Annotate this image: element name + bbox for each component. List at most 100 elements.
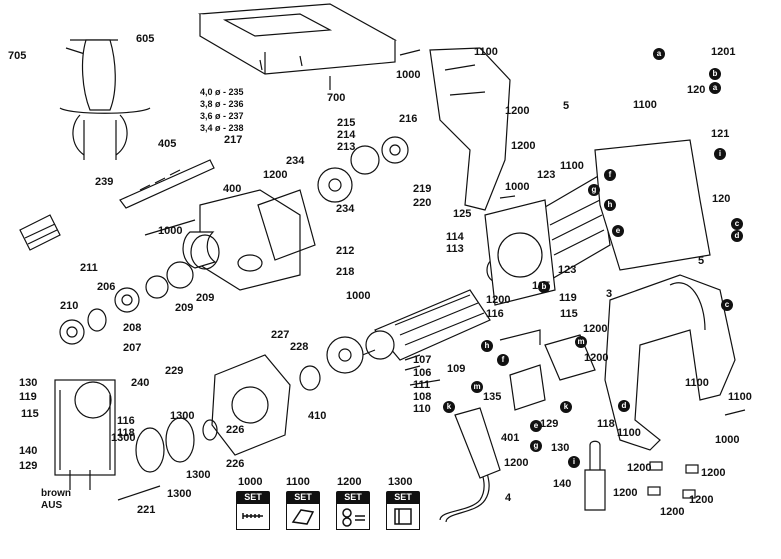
part-400: 400 (223, 183, 242, 195)
marker-m2: m (471, 381, 483, 393)
marker-c: c (731, 218, 743, 230)
set-label: SET (286, 491, 320, 504)
set-kit-1100: SET (286, 491, 320, 531)
marker-m: m (575, 336, 587, 348)
part-228: 228 (290, 341, 309, 353)
screw-set-icon (236, 504, 270, 530)
part-1200b2: 1200 (511, 140, 536, 152)
part-1300c: 1300 (186, 469, 211, 481)
part-107: 107 (413, 354, 432, 366)
part-119: 119 (559, 292, 577, 304)
part-129b: 129 (540, 418, 559, 430)
part-110: 110 (413, 403, 431, 415)
marker-h: h (604, 199, 616, 211)
marker-f: f (604, 169, 616, 181)
marker-e: e (612, 225, 624, 237)
part-129a: 129 (19, 460, 38, 472)
set-label: SET (336, 491, 370, 504)
part-115a: 115 (21, 408, 39, 420)
part-1200a: 1200 (263, 169, 288, 181)
part-1000e: 1000 (715, 434, 740, 446)
part-116a: 116 (117, 415, 135, 427)
part-700: 700 (327, 92, 346, 104)
marker-c2: c (721, 299, 733, 311)
part-140b: 140 (553, 478, 572, 490)
part-120a: 120 (687, 84, 706, 96)
part-140a: 140 (19, 445, 38, 457)
part-226a: 226 (226, 424, 245, 436)
part-116: 116 (486, 308, 504, 320)
part-108: 108 (413, 391, 432, 403)
part-227: 227 (271, 329, 290, 341)
part-1300a: 1300 (170, 410, 195, 422)
part-5b: 5 (698, 255, 705, 267)
part-1100c: 1100 (560, 160, 584, 172)
part-209b: 209 (175, 302, 194, 314)
part-605: 605 (136, 33, 155, 45)
part-207: 207 (123, 342, 142, 354)
part-1300b: 1300 (111, 432, 136, 444)
part-213: 213 (337, 141, 356, 153)
part-219: 219 (413, 183, 432, 195)
part-1200k: 1200 (660, 506, 685, 518)
part-235: 4,0 ø - 235 (200, 87, 244, 97)
marker-b2: b (538, 281, 550, 293)
set-part-1200: 1200 (337, 476, 362, 488)
marker-e2: e (530, 420, 542, 432)
part-135: 135 (483, 391, 502, 403)
part-115: 115 (560, 308, 578, 320)
set-kit-1000: SET (236, 491, 270, 531)
part-215: 215 (337, 117, 356, 129)
set-kit-1300: SET (386, 491, 420, 531)
part-218: 218 (336, 266, 355, 278)
part-1100f: 1100 (617, 427, 641, 439)
part-130a: 130 (19, 377, 38, 389)
part-5a: 5 (563, 100, 570, 112)
part-118a: 118 (117, 427, 135, 439)
part-210: 210 (60, 300, 79, 312)
part-4: 4 (505, 492, 512, 504)
part-113: 113 (446, 243, 464, 255)
part-118b: 118 (597, 418, 615, 430)
part-1200c: 1200 (486, 294, 511, 306)
marker-k: k (443, 401, 455, 413)
marker-d: d (731, 230, 743, 242)
wire-aus-label: AUS (41, 500, 63, 511)
part-1200i: 1200 (613, 487, 638, 499)
part-212: 212 (336, 245, 355, 257)
part-214: 214 (337, 129, 356, 141)
part-1100d: 1100 (685, 377, 709, 389)
part-1100: 1100 (474, 46, 498, 58)
part-1200b: 1200 (505, 105, 530, 117)
part-217: 217 (224, 134, 243, 146)
part-208: 208 (123, 322, 142, 334)
part-221: 221 (137, 504, 156, 516)
part-1000d: 1000 (346, 290, 371, 302)
part-240: 240 (131, 377, 150, 389)
part-109: 109 (447, 363, 466, 375)
part-1201: 1201 (711, 46, 736, 58)
part-1100b: 1100 (633, 99, 657, 111)
marker-d2: d (618, 400, 630, 412)
housing-set-icon (286, 504, 320, 530)
part-1000c: 1000 (505, 181, 530, 193)
part-234b: 234 (336, 203, 355, 215)
part-234a: 234 (286, 155, 305, 167)
part-1300d: 1300 (167, 488, 192, 500)
set-label: SET (236, 491, 270, 504)
part-405: 405 (158, 138, 177, 150)
part-226b: 226 (226, 458, 245, 470)
part-220: 220 (413, 197, 432, 209)
marker-f2: f (497, 354, 509, 366)
marker-g: g (588, 184, 600, 196)
part-1200h: 1200 (701, 467, 726, 479)
part-229: 229 (165, 365, 184, 377)
part-111: 111 (413, 379, 431, 391)
set-part-1000: 1000 (238, 476, 263, 488)
part-106: 106 (413, 367, 432, 379)
small-parts-set-icon (336, 504, 370, 530)
part-123b: 123 (558, 264, 577, 276)
part-3: 3 (606, 288, 613, 300)
